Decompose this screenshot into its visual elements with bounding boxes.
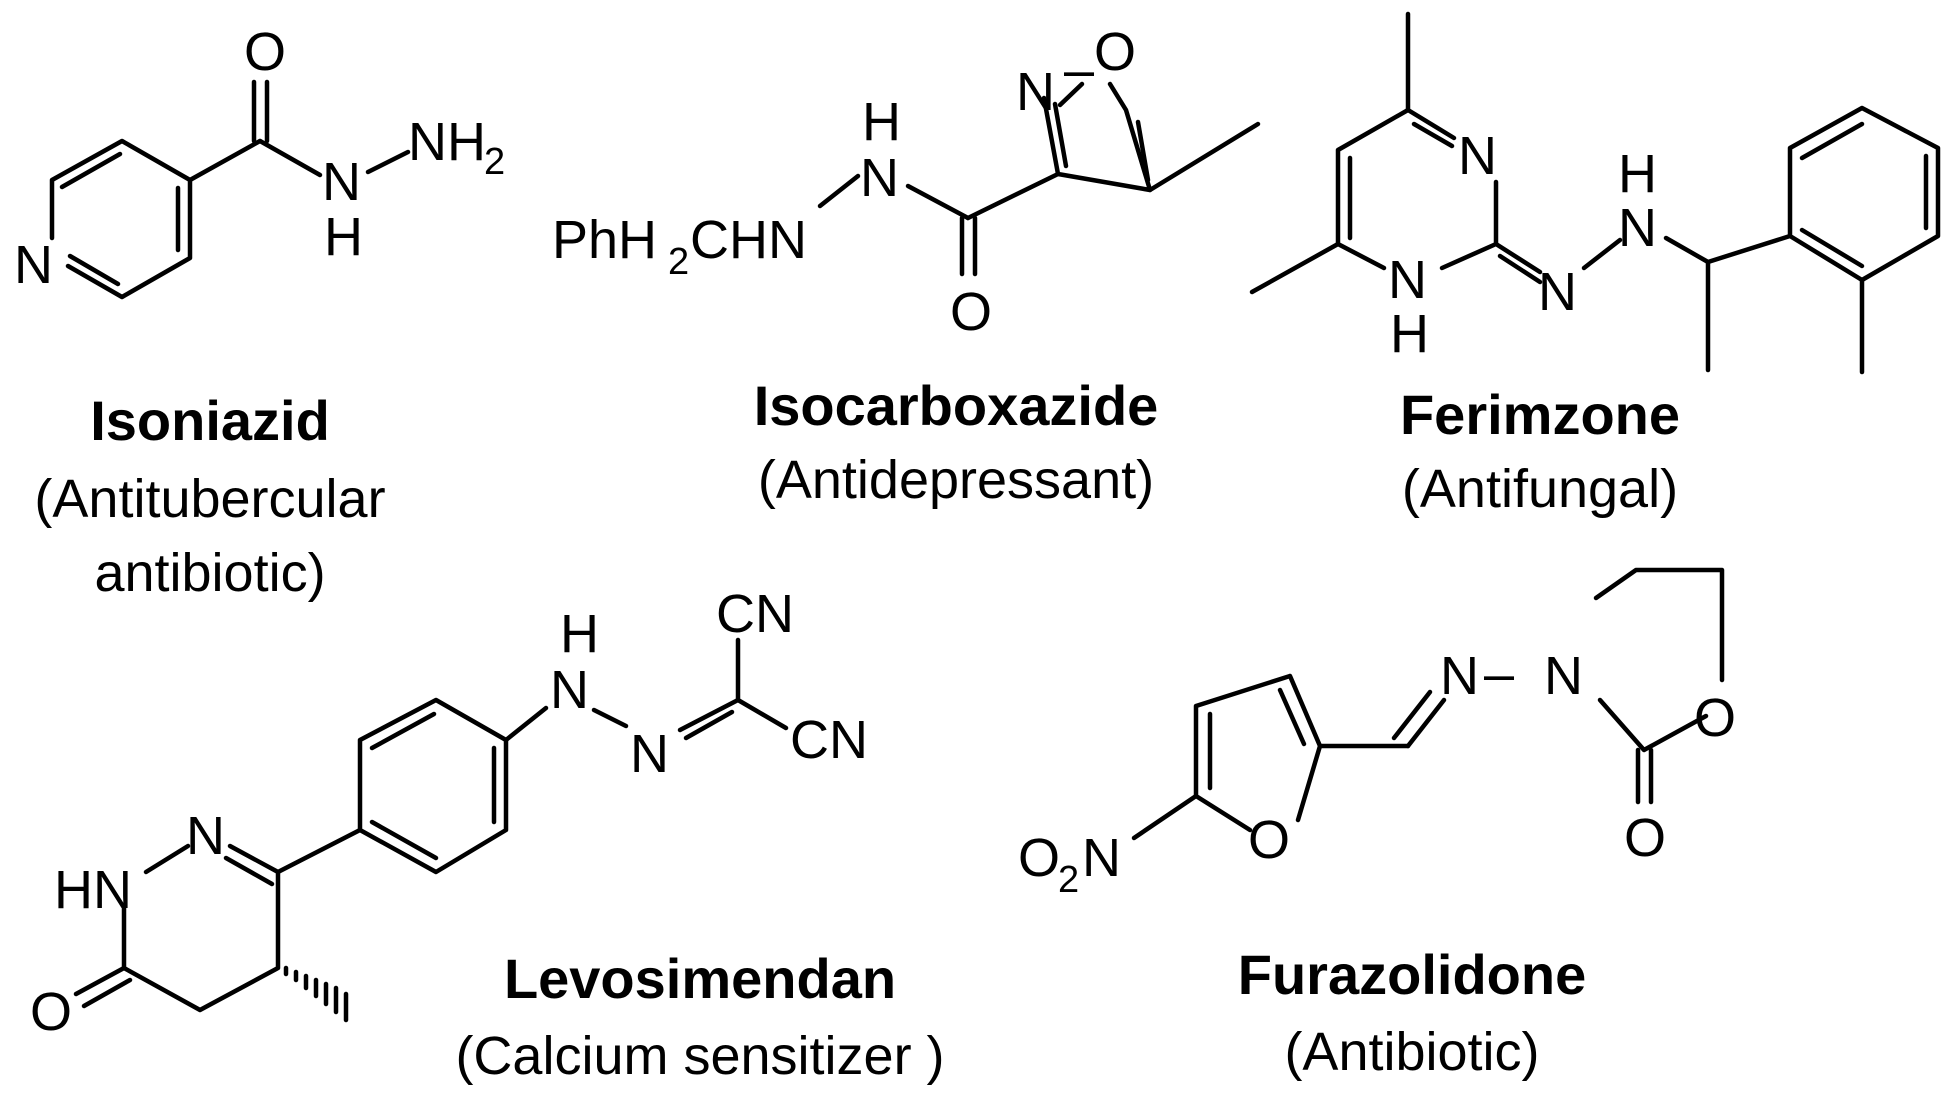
levosimendan-cn-right: CN: [790, 710, 868, 770]
levosimendan-ring-hn: HN: [54, 860, 132, 920]
isoniazid-carbonyl-o: O: [244, 22, 286, 82]
ferimzone-ring-n: N: [1458, 126, 1497, 186]
ferimzone-hydrazine-n: N: [1618, 198, 1657, 258]
isocarboxazide-name: Isocarboxazide: [754, 374, 1159, 437]
isocarboxazide-ring-dash: –: [1064, 40, 1094, 100]
isocarboxazide-benzyl-subscript: 2: [668, 241, 689, 283]
levosimendan-nh-h: H: [560, 604, 599, 664]
isocarboxazide-structure: N – O H N PhH 2 CHN O Isocarboxazide (An…: [552, 22, 1261, 510]
furazolidone-nitro-subscript: 2: [1058, 859, 1079, 901]
levosimendan-name: Levosimendan: [504, 947, 896, 1010]
isocarboxazide-ring-n: N: [1016, 62, 1055, 122]
isocarboxazide-benzyl-chn: CHN: [690, 210, 807, 270]
isoniazid-bonds: [49, 79, 411, 300]
furazolidone-bonds: [1131, 567, 1725, 841]
levosimendan-imine-n: N: [630, 724, 669, 784]
furazolidone-carbonyl-o: O: [1624, 808, 1666, 868]
ferimzone-structure: N N H N H N Ferimzone (Antifungal): [1249, 11, 1941, 519]
isocarboxazide-benzyl-main: PhH: [552, 210, 657, 270]
ferimzone-hydrazine-h: H: [1618, 144, 1657, 204]
isoniazid-amine-nh: NH: [408, 112, 486, 172]
ferimzone-activity: (Antifungal): [1402, 459, 1678, 519]
ferimzone-ring-nh-h: H: [1390, 304, 1429, 364]
isocarboxazide-ring-o: O: [1094, 22, 1136, 82]
levosimendan-cn-top: CN: [716, 584, 794, 644]
isoniazid-activity-line1: (Antitubercular: [34, 469, 385, 529]
ferimzone-imine-n: N: [1538, 262, 1577, 322]
furazolidone-furan-o: O: [1248, 810, 1290, 870]
isoniazid-pyridine-n: N: [14, 235, 53, 295]
isoniazid-amine-subscript: 2: [484, 141, 505, 183]
isoniazid-structure: O N N H NH 2 Isoniazid (Antitubercular a…: [14, 22, 505, 603]
furazolidone-structure: N – N O O O O 2 N Furazolidone (Antibiot…: [1018, 567, 1736, 1082]
levosimendan-nh-n: N: [550, 660, 589, 720]
isocarboxazide-carbonyl-o: O: [950, 282, 992, 342]
isocarboxazide-bonds: [817, 81, 1261, 277]
levosimendan-bonds: [73, 637, 789, 1013]
isoniazid-hydrazide-h: H: [324, 207, 363, 267]
ferimzone-bonds: [1249, 11, 1941, 375]
furazolidone-activity: (Antibiotic): [1284, 1022, 1539, 1082]
isocarboxazide-activity: (Antidepressant): [758, 450, 1154, 510]
isoniazid-hydrazide-n: N: [322, 152, 361, 212]
furazolidone-name: Furazolidone: [1238, 943, 1586, 1006]
isocarboxazide-nh-h: H: [862, 92, 901, 152]
isoniazid-activity-line2: antibiotic): [94, 543, 325, 603]
furazolidone-nitro-n: N: [1082, 828, 1121, 888]
levosimendan-activity: (Calcium sensitizer ): [455, 1026, 944, 1086]
levosimendan-ring-n: N: [186, 806, 225, 866]
furazolidone-imine-n: N: [1440, 646, 1479, 706]
furazolidone-ring-o: O: [1694, 688, 1736, 748]
isocarboxazide-nh-n: N: [860, 148, 899, 208]
ferimzone-ring-nh-n: N: [1388, 250, 1427, 310]
levosimendan-structure: CN CN H N N N HN O Levosimendan (Calcium…: [30, 584, 945, 1086]
furazolidone-dash: –: [1484, 644, 1514, 704]
ferimzone-name: Ferimzone: [1400, 383, 1680, 446]
furazolidone-ring-n: N: [1544, 646, 1583, 706]
levosimendan-carbonyl-o: O: [30, 982, 72, 1042]
isoniazid-name: Isoniazid: [90, 389, 330, 452]
levosimendan-hashed-wedge: [283, 965, 349, 1023]
furazolidone-nitro-o: O: [1018, 828, 1060, 888]
